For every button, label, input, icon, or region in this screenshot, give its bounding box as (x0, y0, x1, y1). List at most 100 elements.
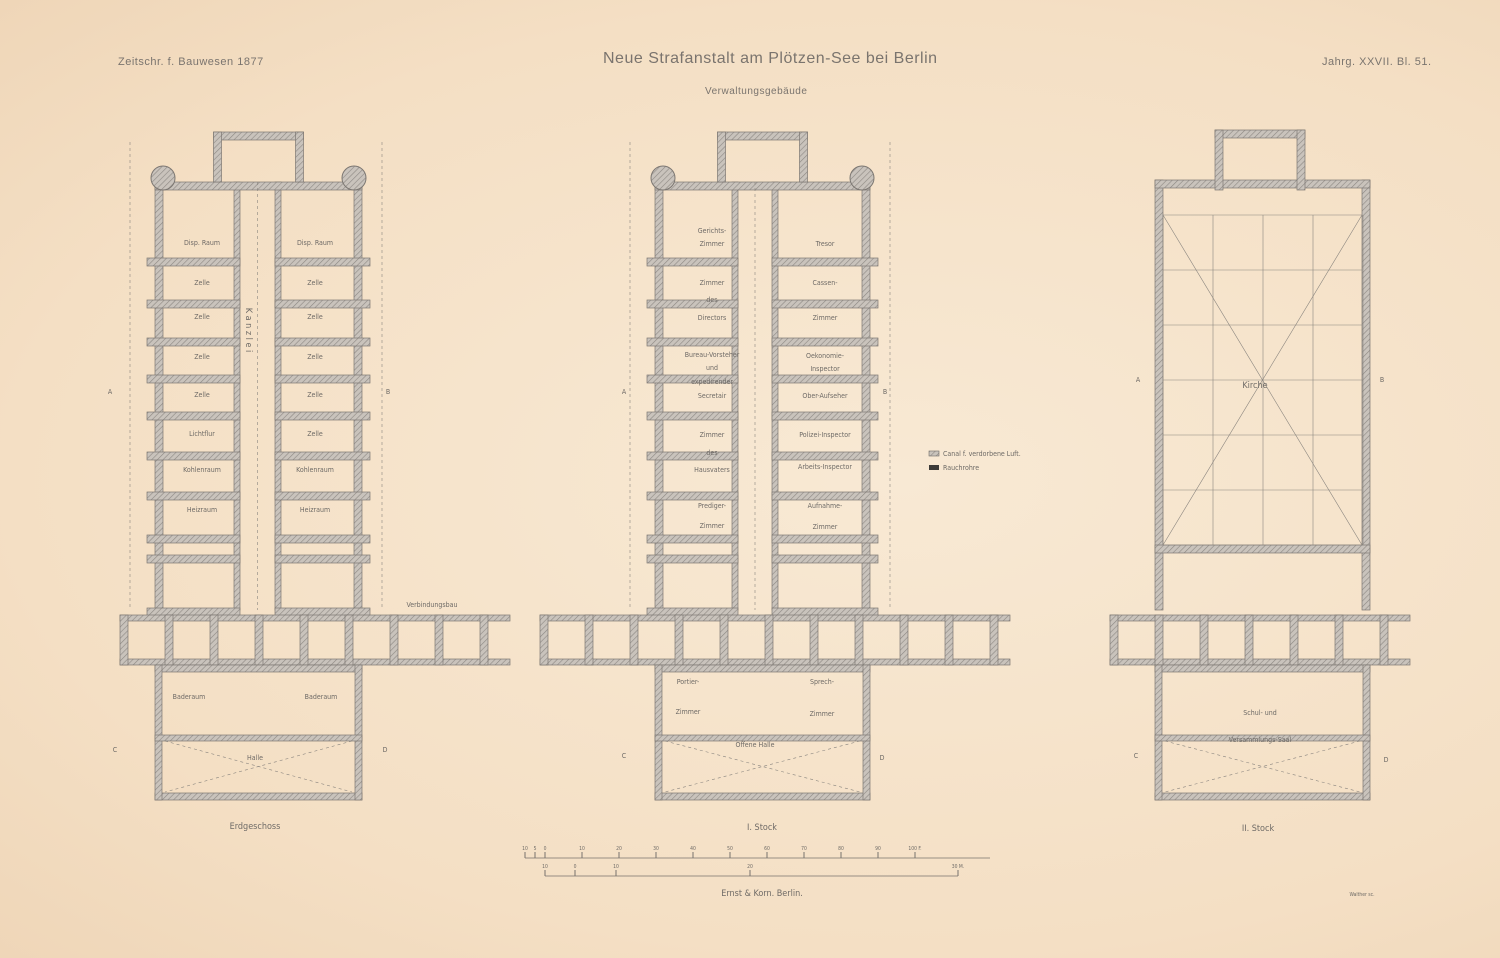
room-label: Versammlungs-Saal (1229, 736, 1292, 744)
wall (146, 299, 241, 309)
room-label: Zimmer (700, 522, 725, 530)
wall (146, 491, 241, 501)
scale-tick-label: 40 (690, 846, 696, 852)
wall (1154, 664, 1371, 673)
section-mark: C (1134, 752, 1139, 760)
room-label: Zimmer (810, 710, 835, 718)
room-label: expedirender (691, 378, 733, 386)
ground-floor-plan: Disp. Raum Zelle Zelle Zelle Zelle Licht… (108, 239, 458, 832)
wall (629, 614, 639, 666)
scale-tick-label: 0 (574, 864, 577, 870)
room-label: Ober-Aufseher (802, 392, 848, 400)
room-label: Zelle (307, 279, 323, 287)
page-title: Neue Strafanstalt am Plötzen-See bei Ber… (603, 50, 938, 67)
room-label: Sprech- (810, 678, 834, 686)
wall (119, 658, 511, 666)
wall (254, 614, 264, 666)
wall (479, 614, 489, 666)
plan-caption: I. Stock (747, 823, 777, 833)
wall (854, 614, 864, 666)
scale-tick-label: 20 (616, 846, 622, 852)
room-label: Cassen- (813, 279, 838, 287)
room-label: des (706, 449, 717, 457)
corridor-label: K a n z l e i (243, 308, 253, 353)
wall (154, 734, 363, 742)
room-label: Kirche (1242, 381, 1267, 391)
stair-tower (150, 165, 176, 191)
wall (717, 131, 808, 141)
wall (731, 181, 739, 611)
wall (1289, 614, 1299, 666)
wall (146, 534, 241, 544)
wall (771, 411, 879, 421)
journal-reference: Zeitschr. f. Bauwesen 1877 (118, 56, 264, 68)
wall (1362, 664, 1371, 801)
wall (154, 181, 164, 611)
wall (213, 131, 304, 141)
wall (299, 614, 309, 666)
wall (539, 614, 549, 666)
wall (771, 299, 879, 309)
wall (1214, 129, 1224, 191)
wall (646, 411, 739, 421)
room-label: Hausvaters (694, 466, 730, 474)
room-label: Halle (247, 754, 263, 762)
wall (1109, 614, 1119, 666)
dimension-line (164, 740, 353, 793)
wall (164, 614, 174, 666)
room-label: Zimmer (700, 279, 725, 287)
stair-tower (849, 165, 875, 191)
room-label: Prediger- (698, 502, 726, 510)
wall (771, 491, 879, 501)
wall (154, 181, 363, 191)
wall (674, 614, 684, 666)
wall (1379, 614, 1389, 666)
room-label: Lichtflur (189, 430, 215, 438)
section-mark: B (386, 388, 390, 396)
wall (146, 451, 241, 461)
wall (434, 614, 444, 666)
wall (274, 181, 282, 611)
solid-box-icon (929, 465, 939, 470)
wall (1214, 129, 1306, 139)
section-mark: A (108, 388, 113, 396)
scale-tick-label: 0 (544, 846, 547, 852)
wall (861, 181, 871, 611)
page-subtitle: Verwaltungsgebäude (705, 86, 808, 97)
wall (295, 131, 304, 183)
wall (389, 614, 399, 666)
wall (1154, 179, 1371, 189)
wall (274, 491, 371, 501)
room-label: Bureau-Vorsteher (685, 351, 740, 359)
wall (539, 614, 1011, 622)
section-mark: D (880, 754, 885, 762)
wall (274, 299, 371, 309)
wall (646, 534, 739, 544)
wall (654, 734, 871, 742)
plate-number: Jahrg. XXVII. Bl. 51. (1322, 56, 1432, 68)
wall (584, 614, 594, 666)
wall (944, 614, 954, 666)
section-mark: A (1136, 376, 1141, 384)
wall (154, 664, 163, 801)
stair-tower (341, 165, 367, 191)
legend-label: Rauchrohre (943, 464, 979, 472)
wall (354, 664, 363, 801)
wall (1199, 614, 1209, 666)
room-label: Zelle (194, 353, 210, 361)
section-mark: D (1384, 756, 1389, 764)
wall (899, 614, 909, 666)
wall (771, 534, 879, 544)
legend-label: Canal f. verdorbene Luft. (943, 450, 1021, 458)
wall (119, 614, 129, 666)
wall (989, 614, 999, 666)
wall (646, 257, 739, 267)
room-label: und (706, 364, 718, 372)
wall (862, 664, 871, 801)
room-label: Kohlenraum (183, 466, 221, 474)
wall (771, 181, 779, 611)
wall (274, 374, 371, 384)
scale-tick-label: 10 (613, 864, 619, 870)
scale-tick-label: 100 F. (908, 846, 921, 852)
